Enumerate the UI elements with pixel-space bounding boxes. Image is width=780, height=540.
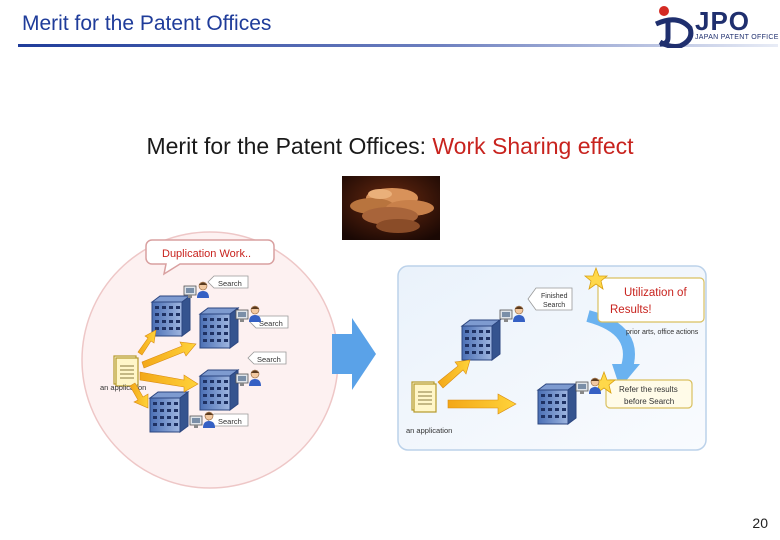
patent-office-building (537, 383, 577, 425)
patent-office-building (149, 391, 189, 433)
jpo-logo (654, 6, 694, 48)
transition-arrow (332, 318, 376, 390)
duplication-callout-text: Duplication Work.. (162, 248, 251, 260)
prior-arts-label: prior arts, office actions (626, 329, 699, 336)
finished-search-label-line1: Finished (541, 293, 568, 300)
slide-heading-accent: Work Sharing effect (432, 133, 634, 159)
application-document-icon (113, 355, 139, 387)
header-title: Merit for the Patent Offices (22, 12, 272, 35)
application-arrows (437, 359, 517, 415)
utilization-callout (597, 277, 705, 323)
utilization-callout-line2: Results! (610, 304, 652, 316)
hands-photo (342, 176, 440, 240)
slide-heading: Merit for the Patent Offices: Work Shari… (0, 133, 780, 160)
slide-heading-main: Merit for the Patent Offices: (146, 133, 433, 159)
search-tag (207, 275, 249, 289)
patent-office-building (461, 319, 501, 361)
refer-callout (605, 379, 693, 409)
application-document-icon (411, 381, 437, 413)
patent-office-building (199, 307, 239, 349)
star-icon (583, 266, 609, 290)
page-number: 20 (752, 515, 768, 531)
utilization-callout-line1: Utilization of (624, 287, 687, 299)
distribution-arrows (129, 329, 199, 409)
patent-office-building (151, 295, 191, 337)
search-label: Search (218, 279, 242, 288)
finished-search-tag (527, 287, 573, 311)
header-divider (18, 44, 778, 47)
refer-callout-line1: Refer the results (619, 385, 678, 394)
refer-callout-line2: before Search (624, 397, 674, 406)
search-label: Search (218, 417, 242, 426)
search-tag (247, 351, 287, 365)
application-label: an application (100, 383, 146, 392)
search-label: Search (257, 355, 281, 364)
duplication-callout (145, 239, 275, 276)
finished-search-label-line2: Search (543, 302, 565, 309)
search-label: Search (259, 319, 283, 328)
patent-office-building (199, 369, 239, 411)
logo-subtext: JAPAN PATENT OFFICE (695, 34, 779, 41)
application-label: an application (406, 426, 452, 435)
logo-wordmark: JPO (695, 6, 751, 36)
